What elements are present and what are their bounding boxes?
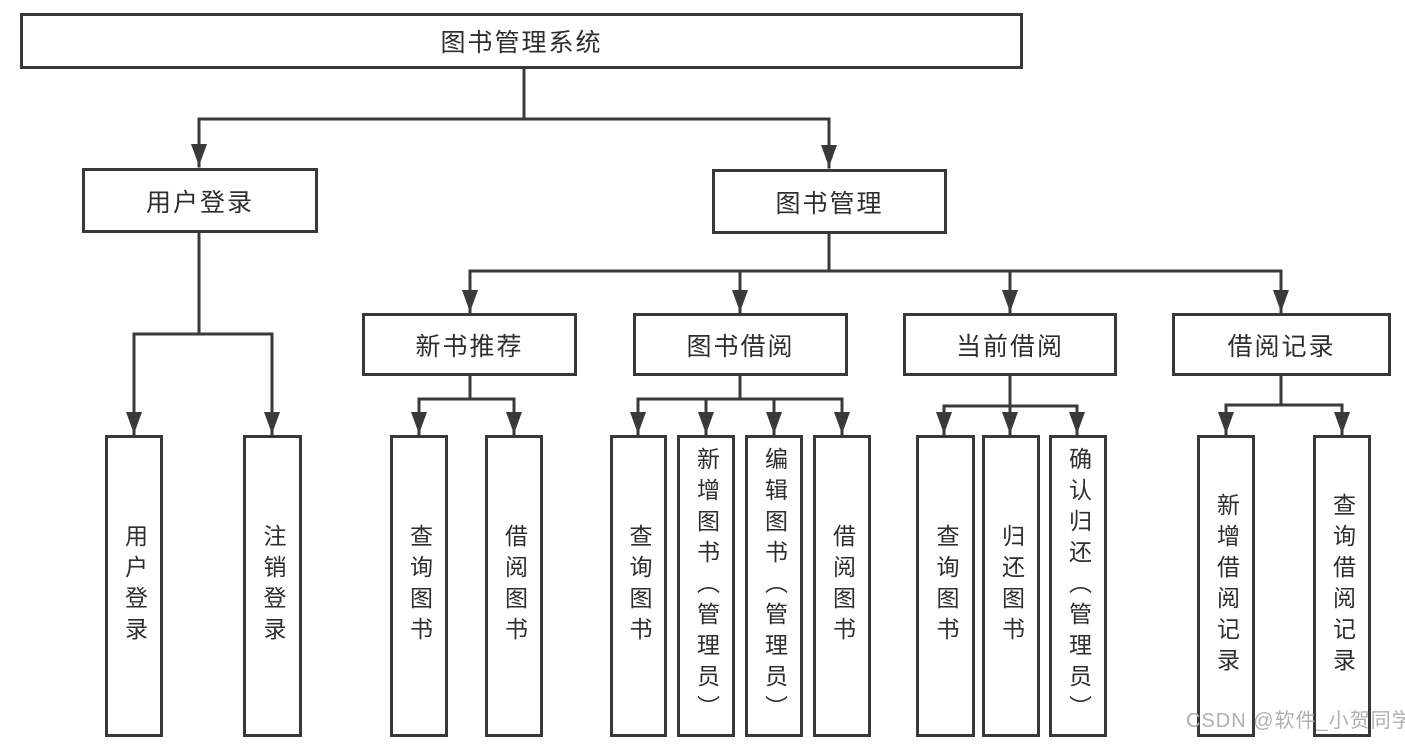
node-new-book-rec-label: 新书推荐 [415, 332, 524, 361]
leaf-query-books-2: 查询图书 [610, 435, 667, 737]
node-user-login: 用户登录 [82, 168, 318, 233]
connector-user-login [126, 231, 280, 436]
node-root: 图书管理系统 [20, 13, 1023, 69]
leaf-user-login: 用户登录 [105, 435, 163, 737]
leaf-borrow-books-2: 借阅图书 [813, 435, 871, 737]
leaf-add-books-admin: 新增图书（管理员） [677, 435, 735, 737]
node-book-borrow-label: 图书借阅 [686, 332, 795, 361]
leaf-confirm-return-admin: 确认归还（管理员） [1049, 435, 1107, 737]
leaf-query-books-3: 查询图书 [916, 435, 975, 737]
connector-book-mgmt [462, 232, 1289, 314]
node-user-login-label: 用户登录 [145, 188, 254, 217]
connector-current-borrow [936, 374, 1085, 436]
connector-book-borrow [630, 374, 850, 436]
node-current-borrow: 当前借阅 [903, 313, 1117, 376]
connector-borrow-record [1218, 374, 1350, 436]
leaf-logout: 注销登录 [243, 435, 302, 737]
node-book-mgmt-label: 图书管理 [775, 189, 884, 218]
leaf-borrow-books-1: 借阅图书 [485, 435, 543, 737]
leaf-return-books: 归还图书 [982, 435, 1040, 737]
node-borrow-record-label: 借阅记录 [1227, 332, 1336, 361]
connector-new-book-rec [411, 374, 522, 436]
csdn-watermark: CSDN @软件_小贺同学 [1186, 710, 1405, 732]
node-root-label: 图书管理系统 [440, 29, 603, 57]
leaf-query-books-1: 查询图书 [390, 435, 448, 737]
node-book-mgmt: 图书管理 [712, 169, 947, 234]
leaf-edit-books-admin: 编辑图书（管理员） [745, 435, 803, 737]
node-new-book-rec: 新书推荐 [362, 313, 577, 376]
node-borrow-record: 借阅记录 [1172, 313, 1391, 376]
leaf-query-borrow-record: 查询借阅记录 [1313, 435, 1371, 737]
leaf-add-borrow-record: 新增借阅记录 [1197, 435, 1255, 737]
node-book-borrow: 图书借阅 [633, 313, 848, 376]
node-current-borrow-label: 当前借阅 [955, 332, 1064, 361]
connector-root [191, 67, 837, 169]
